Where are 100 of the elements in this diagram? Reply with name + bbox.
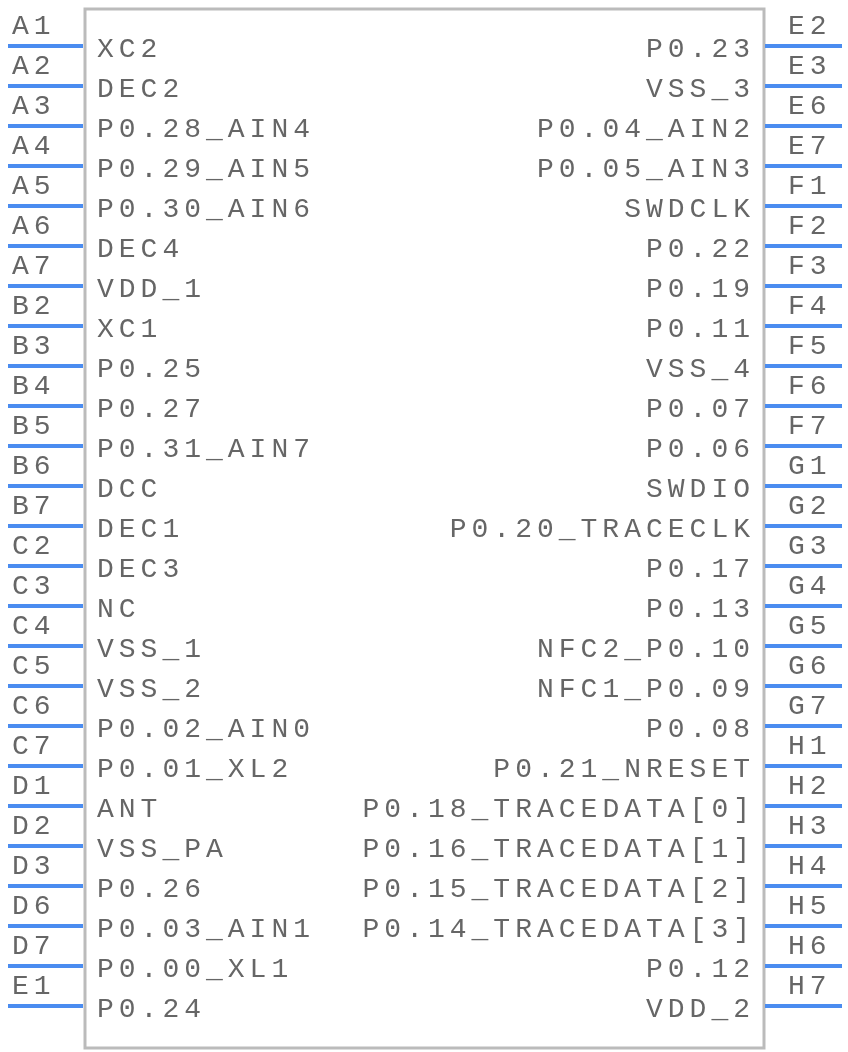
pin-name: DEC1 bbox=[97, 516, 185, 544]
pin-name: P0.21_NRESET bbox=[493, 756, 755, 784]
pin-name: DEC3 bbox=[97, 556, 185, 584]
pin-name: VSS_1 bbox=[97, 636, 206, 664]
pin-number: G5 bbox=[788, 613, 832, 641]
pin-name: VSS_PA bbox=[97, 836, 228, 864]
pin-name: P0.07 bbox=[646, 396, 755, 424]
pin-number: B5 bbox=[12, 413, 56, 441]
pin-number: F6 bbox=[788, 373, 832, 401]
pin-name: SWDCLK bbox=[624, 196, 755, 224]
pin-number: D3 bbox=[12, 853, 56, 881]
pin-number: D7 bbox=[12, 933, 56, 961]
pin-name: P0.05_AIN3 bbox=[536, 156, 755, 184]
pin-name: VSS_4 bbox=[646, 356, 755, 384]
pin-name: P0.04_AIN2 bbox=[536, 116, 755, 144]
pin-name: VDD_2 bbox=[646, 996, 755, 1024]
pin-name: VSS_2 bbox=[97, 676, 206, 704]
pin-number: A2 bbox=[12, 53, 56, 81]
pin-number: H4 bbox=[788, 853, 832, 881]
pin-name: P0.26 bbox=[97, 876, 206, 904]
pin-number: D2 bbox=[12, 813, 56, 841]
pin-name: NFC2_P0.10 bbox=[536, 636, 755, 664]
pin-number: E7 bbox=[788, 133, 832, 161]
pin-name: P0.28_AIN4 bbox=[97, 116, 316, 144]
pin-name: P0.16_TRACEDATA[1] bbox=[362, 836, 755, 864]
pin-number: C4 bbox=[12, 613, 56, 641]
pin-name: P0.30_AIN6 bbox=[97, 196, 316, 224]
pin-name: P0.25 bbox=[97, 356, 206, 384]
pin-number: G2 bbox=[788, 493, 832, 521]
pin-number: B7 bbox=[12, 493, 56, 521]
pin-number: A3 bbox=[12, 93, 56, 121]
pin-number: H2 bbox=[788, 773, 832, 801]
pin-number: F7 bbox=[788, 413, 832, 441]
pin-name: ANT bbox=[97, 796, 163, 824]
pin-name: P0.12 bbox=[646, 956, 755, 984]
pin-name: P0.29_AIN5 bbox=[97, 156, 316, 184]
pin-name: P0.20_TRACECLK bbox=[449, 516, 755, 544]
pin-number: H6 bbox=[788, 933, 832, 961]
pin-number: H1 bbox=[788, 733, 832, 761]
pin-name: P0.03_AIN1 bbox=[97, 916, 316, 944]
pin-number: F4 bbox=[788, 293, 832, 321]
pin-number: F1 bbox=[788, 173, 832, 201]
pin-name: P0.17 bbox=[646, 556, 755, 584]
pin-name: NC bbox=[97, 596, 141, 624]
pin-name: P0.11 bbox=[646, 316, 755, 344]
pin-name: DEC2 bbox=[97, 76, 185, 104]
pin-name: P0.19 bbox=[646, 276, 755, 304]
pin-number: D6 bbox=[12, 893, 56, 921]
pin-number: A4 bbox=[12, 133, 56, 161]
pin-number: E3 bbox=[788, 53, 832, 81]
pin-number: F5 bbox=[788, 333, 832, 361]
pin-number: A5 bbox=[12, 173, 56, 201]
pin-number: G3 bbox=[788, 533, 832, 561]
pin-name: P0.18_TRACEDATA[0] bbox=[362, 796, 755, 824]
pin-number: G7 bbox=[788, 693, 832, 721]
pin-name: XC2 bbox=[97, 36, 163, 64]
pin-name: DCC bbox=[97, 476, 163, 504]
pin-number: A1 bbox=[12, 13, 56, 41]
pin-name: DEC4 bbox=[97, 236, 185, 264]
pin-number: H5 bbox=[788, 893, 832, 921]
pin-name: P0.13 bbox=[646, 596, 755, 624]
pin-name: P0.08 bbox=[646, 716, 755, 744]
pin-number: C2 bbox=[12, 533, 56, 561]
pin-name: P0.22 bbox=[646, 236, 755, 264]
pin-number: G1 bbox=[788, 453, 832, 481]
pin-number: B6 bbox=[12, 453, 56, 481]
pin-name: P0.24 bbox=[97, 996, 206, 1024]
pin-name: VDD_1 bbox=[97, 276, 206, 304]
pin-name: VSS_3 bbox=[646, 76, 755, 104]
pin-number: F3 bbox=[788, 253, 832, 281]
pin-number: B2 bbox=[12, 293, 56, 321]
pin-number: D1 bbox=[12, 773, 56, 801]
pin-name: P0.15_TRACEDATA[2] bbox=[362, 876, 755, 904]
pin-name: XC1 bbox=[97, 316, 163, 344]
pin-number: H3 bbox=[788, 813, 832, 841]
pin-number: G6 bbox=[788, 653, 832, 681]
pin-number: B3 bbox=[12, 333, 56, 361]
pin-number: E2 bbox=[788, 13, 832, 41]
pin-name: P0.23 bbox=[646, 36, 755, 64]
pin-name: P0.31_AIN7 bbox=[97, 436, 316, 464]
pin-name: P0.02_AIN0 bbox=[97, 716, 316, 744]
pin-number: E1 bbox=[12, 973, 56, 1001]
pin-number: C5 bbox=[12, 653, 56, 681]
pin-number: F2 bbox=[788, 213, 832, 241]
pin-name: P0.27 bbox=[97, 396, 206, 424]
pin-number: E6 bbox=[788, 93, 832, 121]
pin-number: C3 bbox=[12, 573, 56, 601]
pin-number: A7 bbox=[12, 253, 56, 281]
pin-name: P0.00_XL1 bbox=[97, 956, 294, 984]
pin-name: P0.14_TRACEDATA[3] bbox=[362, 916, 755, 944]
pin-name: P0.01_XL2 bbox=[97, 756, 294, 784]
pin-number: H7 bbox=[788, 973, 832, 1001]
pin-number: G4 bbox=[788, 573, 832, 601]
pin-name: SWDIO bbox=[646, 476, 755, 504]
pin-number: C6 bbox=[12, 693, 56, 721]
pin-number: A6 bbox=[12, 213, 56, 241]
pin-name: NFC1_P0.09 bbox=[536, 676, 755, 704]
pin-number: C7 bbox=[12, 733, 56, 761]
pin-name: P0.06 bbox=[646, 436, 755, 464]
pin-number: B4 bbox=[12, 373, 56, 401]
